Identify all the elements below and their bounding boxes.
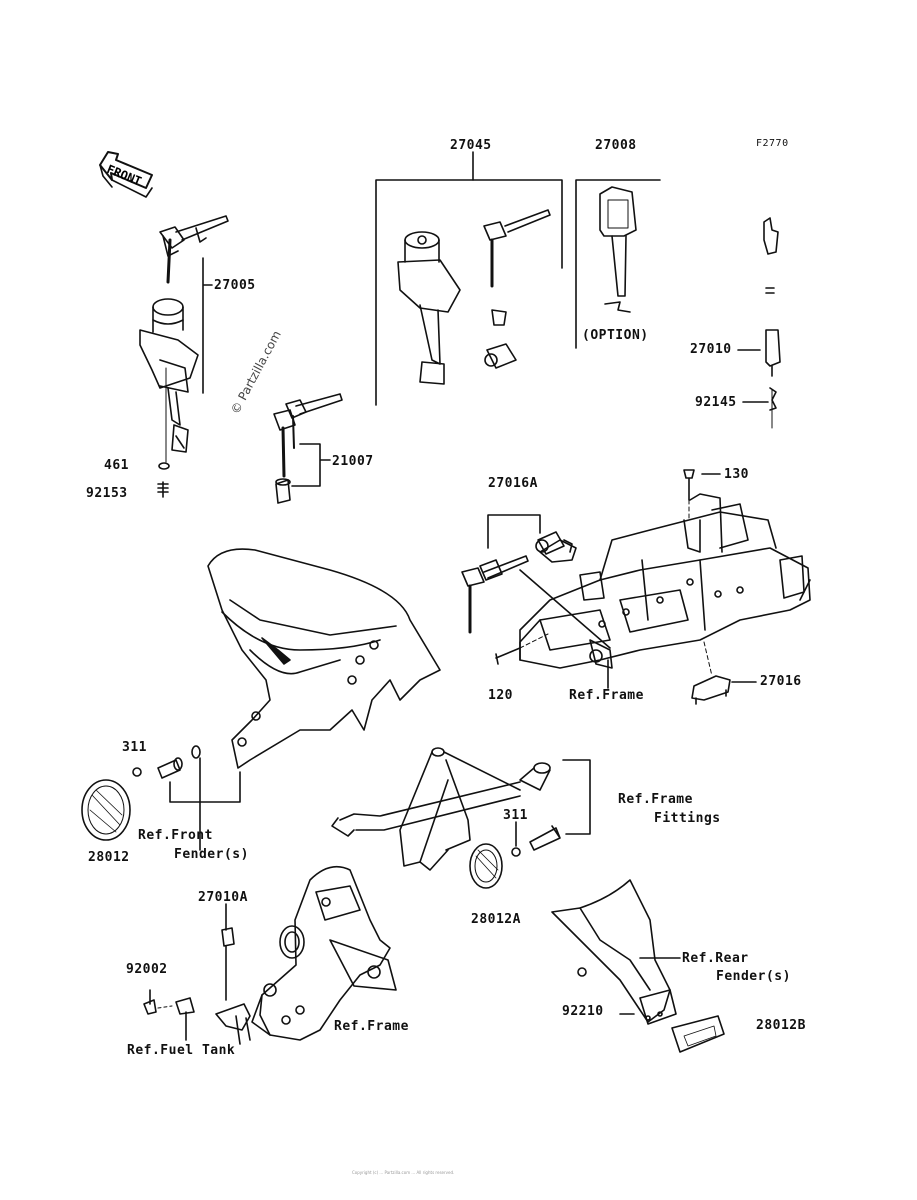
reflector-28012a: [469, 843, 503, 889]
footer-copyright: Copyright (c) ... Partzilla.com ... All …: [352, 1170, 455, 1175]
switch-27010: [763, 217, 781, 429]
label-21007: 21007: [332, 454, 374, 469]
label-ref-frame-fittings-line1: Ref.Frame: [618, 792, 693, 807]
label-ref-frame-fittings-line2: Fittings: [654, 811, 721, 826]
label-ref-fuel-tank: Ref.Fuel Tank: [127, 1043, 236, 1058]
label-28012: 28012: [88, 850, 130, 865]
reflector-28012: [81, 779, 131, 841]
label-27016: 27016: [760, 674, 802, 689]
switch-27010a: [215, 927, 251, 1045]
figure-code: F2770: [756, 138, 789, 149]
label-92153: 92153: [86, 486, 128, 501]
label-ref-frame: Ref.Frame: [569, 688, 644, 703]
lower-frame: [251, 865, 397, 1041]
front-arrow-icon: [99, 151, 153, 198]
label-27016a: 27016A: [488, 476, 538, 491]
label-ref-front-fender-line2: Fender(s): [174, 847, 249, 862]
label-ref-front-fender-line1: Ref.Front: [138, 828, 213, 843]
label-28012b: 28012B: [756, 1018, 806, 1033]
bracket-27045: [375, 179, 563, 406]
label-27045: 27045: [450, 138, 492, 153]
frame-assembly: [519, 493, 811, 669]
label-130: 130: [724, 467, 749, 482]
label-ref-rear-fender-line2: Fender(s): [716, 969, 791, 984]
label-ref-frame-2: Ref.Frame: [334, 1019, 409, 1034]
key-27008: [599, 186, 637, 313]
label-92145: 92145: [695, 395, 737, 410]
frame-fittings: [331, 747, 551, 871]
label-28012a: 28012A: [471, 912, 521, 927]
front-fender: [207, 548, 441, 769]
label-ref-rear-fender-line1: Ref.Rear: [682, 951, 749, 966]
label-311: 311: [122, 740, 147, 755]
ignition-switch-27005: [139, 215, 229, 463]
label-120: 120: [488, 688, 513, 703]
label-92210: 92210: [562, 1004, 604, 1019]
label-92002: 92002: [126, 962, 168, 977]
label-option: (OPTION): [582, 328, 649, 343]
label-27005: 27005: [214, 278, 256, 293]
label-311-b: 311: [503, 808, 528, 823]
ignition-switch-27045: [397, 209, 551, 385]
label-27010a: 27010A: [198, 890, 248, 905]
lock-27016a: [461, 531, 573, 634]
label-27010: 27010: [690, 342, 732, 357]
rear-fender: [551, 879, 677, 1025]
key-set-21007: [273, 393, 343, 504]
label-461: 461: [104, 458, 129, 473]
reflector-28012b: [671, 1015, 725, 1053]
label-27008: 27008: [595, 138, 637, 153]
